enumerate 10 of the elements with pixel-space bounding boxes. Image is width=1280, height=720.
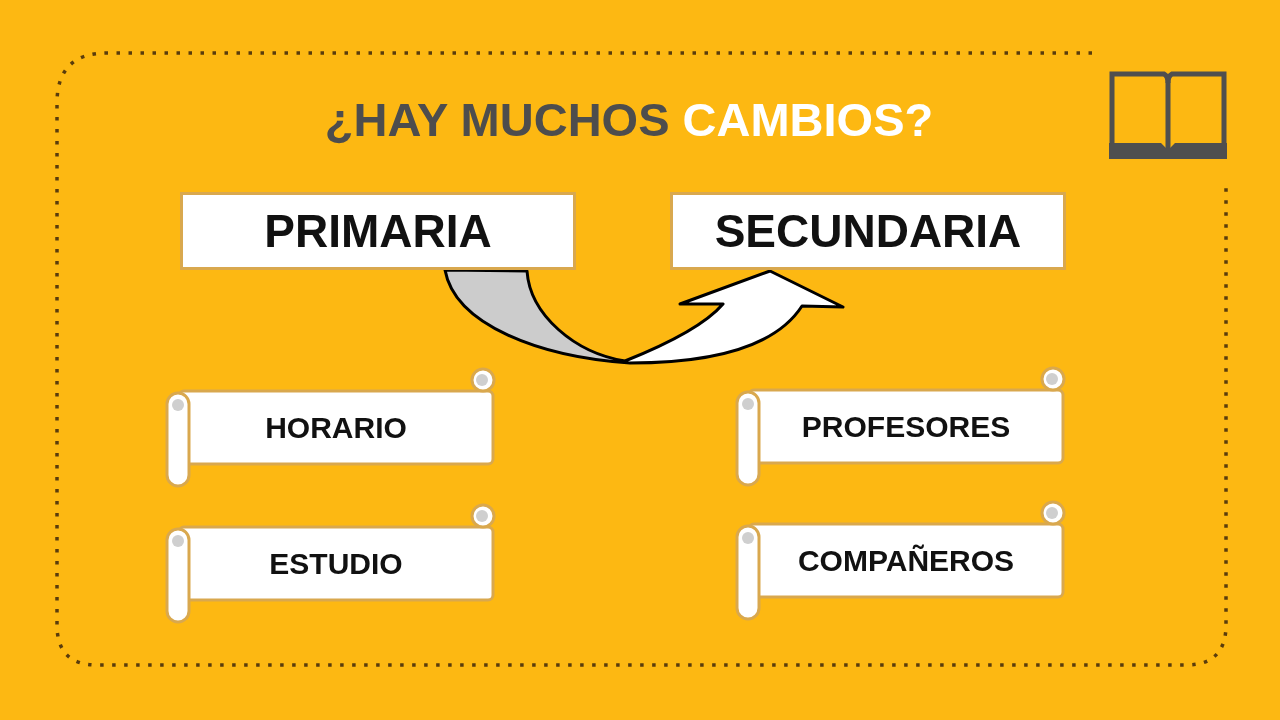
label-text: SECUNDARIA bbox=[714, 205, 1022, 257]
label-box bbox=[180, 192, 576, 270]
title: ¿HAY MUCHOS CAMBIOS? bbox=[324, 94, 934, 146]
banner-text: HORARIO bbox=[265, 411, 407, 444]
banner-text: ESTUDIO bbox=[269, 547, 403, 580]
label-text: PRIMARIA bbox=[264, 205, 492, 257]
label-box bbox=[670, 192, 1066, 270]
banner-text: COMPAÑEROS bbox=[797, 544, 1015, 577]
curved-arrow bbox=[443, 268, 845, 365]
banner-text: PROFESORES bbox=[801, 410, 1011, 443]
